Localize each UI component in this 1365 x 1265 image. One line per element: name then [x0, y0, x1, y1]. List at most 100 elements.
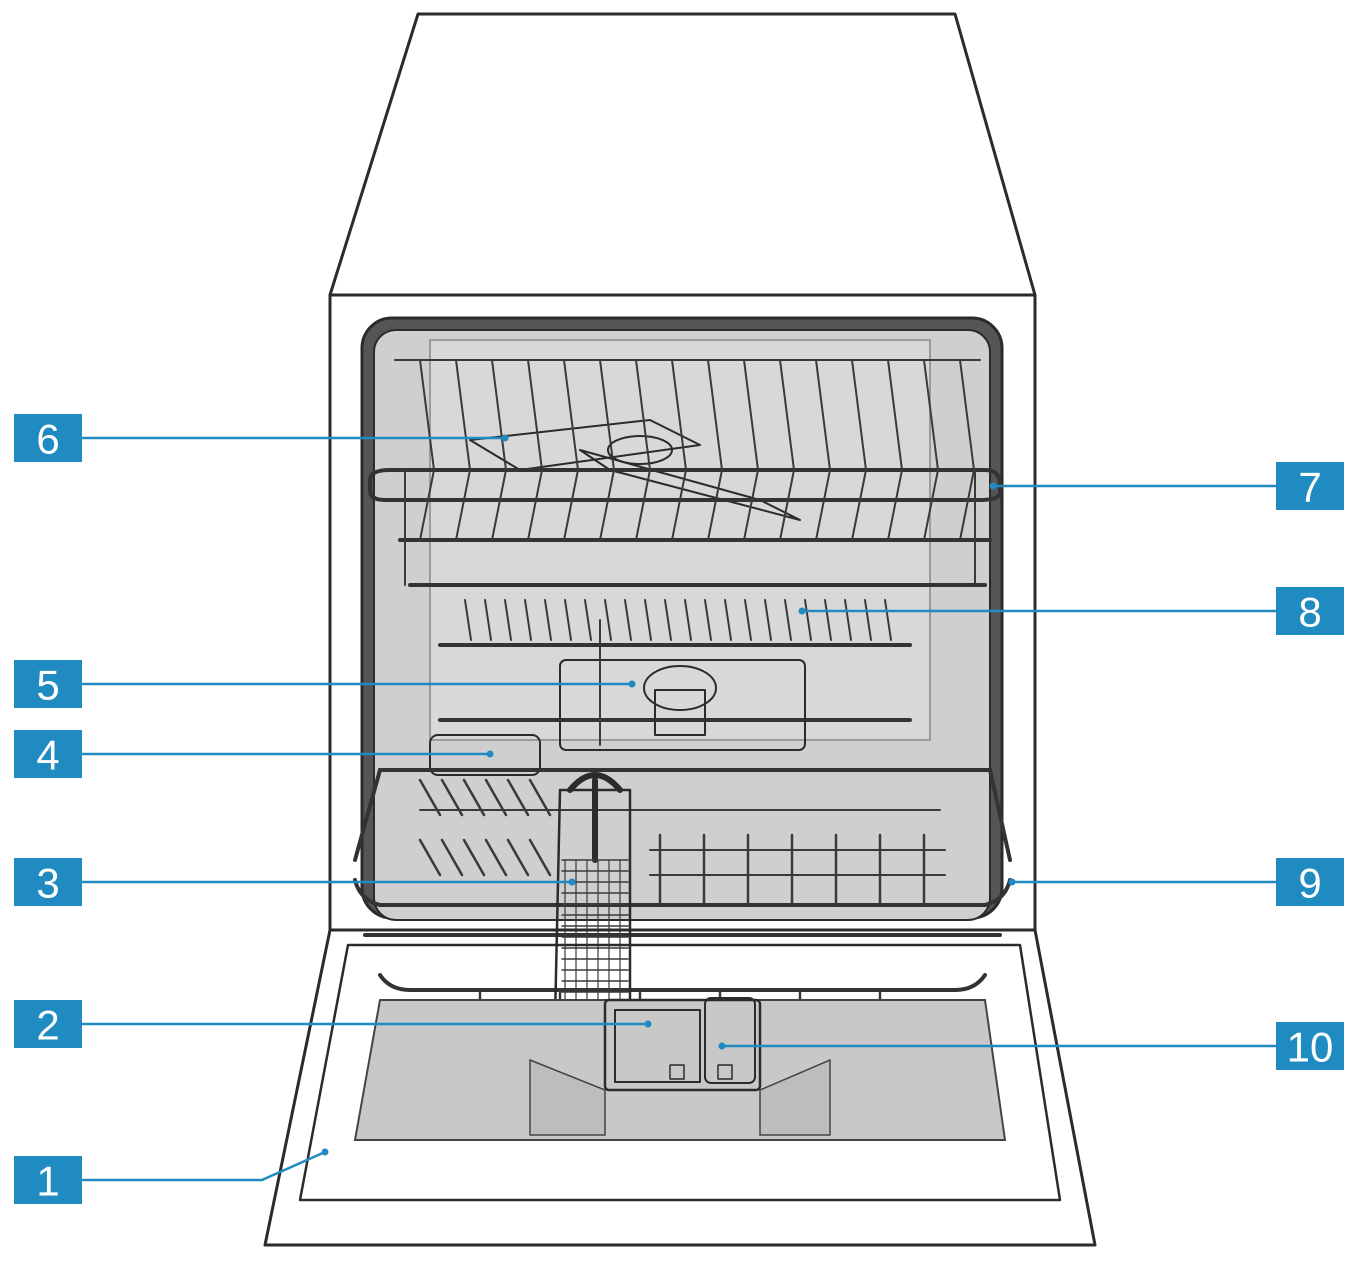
cabinet-top-panel	[328, 12, 1037, 297]
callout-3: 3	[14, 858, 82, 907]
upper-rack-tine	[779, 359, 795, 471]
upper-rack-tine	[491, 469, 507, 541]
callout-2: 2	[14, 1000, 82, 1049]
callout-8-number: 8	[1298, 589, 1321, 636]
lower-rack-tine	[484, 778, 508, 817]
leader-dot-10	[718, 1042, 726, 1050]
upper-rack-tine	[599, 469, 615, 541]
lower-rack-tine	[506, 778, 530, 817]
middle-rack-tine	[764, 599, 772, 641]
leader-dot-3	[568, 878, 576, 886]
upper-rack-tine	[707, 469, 723, 541]
middle-rack-tine	[864, 599, 872, 641]
upper-rack-tine	[635, 469, 651, 541]
callout-3-number: 3	[36, 860, 59, 907]
leader-dot-1	[321, 1148, 329, 1156]
middle-rack-tine	[464, 599, 472, 641]
upper-rack-tine	[455, 469, 471, 541]
lower-rack-tine	[506, 838, 530, 877]
middle-rack-tine	[884, 599, 892, 641]
middle-rack-tine	[824, 599, 832, 641]
upper-rack-tine	[851, 469, 867, 541]
upper-rack-tine	[635, 359, 651, 471]
middle-rack-tine	[564, 599, 572, 641]
callout-1: 1	[14, 1156, 82, 1205]
lower-basket	[353, 768, 1012, 1032]
middle-rack-tine	[544, 599, 552, 641]
upper-rack-tine	[743, 359, 759, 471]
upper-rack-tine	[599, 359, 615, 471]
callout-10-number: 10	[1287, 1024, 1334, 1071]
lower-rack-tine	[440, 838, 464, 877]
lower-rack-tine	[462, 838, 486, 877]
leader-dot-6	[501, 434, 509, 442]
upper-rack-tine	[959, 469, 975, 541]
upper-rack-tine	[491, 359, 507, 471]
callout-5: 5	[14, 660, 82, 709]
upper-rack-tine	[419, 469, 435, 541]
upper-rack-tine	[959, 359, 975, 471]
lower-rack-tine	[528, 778, 552, 817]
middle-rack-tine	[704, 599, 712, 641]
callout-9: 9	[1276, 858, 1344, 907]
upper-rack-tine	[851, 359, 867, 471]
middle-rack-tine	[804, 599, 812, 641]
middle-rack-tine	[724, 599, 732, 641]
upper-basket	[368, 359, 1002, 641]
leader-dot-2	[644, 1020, 652, 1028]
lower-spray-area	[559, 659, 806, 751]
upper-rack-tine	[923, 359, 939, 471]
door-outer	[263, 928, 1097, 1247]
door-inner-recess	[353, 999, 1007, 1141]
lower-rack-tine	[440, 778, 464, 817]
upper-rack-tine	[743, 469, 759, 541]
door-bevel-left	[529, 1058, 606, 1136]
leader-dot-7	[989, 482, 997, 490]
leader-line-1	[82, 1150, 326, 1182]
middle-rack-tine	[584, 599, 592, 641]
upper-rack-tine	[815, 359, 831, 471]
middle-rack-tine	[624, 599, 632, 641]
door-bevel-right	[759, 1058, 831, 1136]
middle-rack-tine	[524, 599, 532, 641]
callout-7-number: 7	[1298, 464, 1321, 511]
callout-10: 10	[1276, 1022, 1344, 1071]
leader-dot-4	[486, 750, 494, 758]
upper-rack-tine	[779, 469, 795, 541]
upper-spray-arm	[469, 419, 801, 521]
middle-rack-tine	[504, 599, 512, 641]
upper-rack-tine	[671, 469, 687, 541]
callout-9-number: 9	[1298, 860, 1321, 907]
lower-rack-tine	[418, 778, 442, 817]
middle-rack-tine	[664, 599, 672, 641]
upper-rack-tine	[707, 359, 723, 471]
callout-4-number: 4	[36, 732, 59, 779]
callout-1-number: 1	[36, 1158, 59, 1205]
middle-rack-tine	[644, 599, 652, 641]
callout-2-number: 2	[36, 1002, 59, 1049]
upper-rack-tine	[527, 469, 543, 541]
callout-4: 4	[14, 730, 82, 779]
callout-8: 8	[1276, 587, 1344, 636]
middle-rack-tine	[604, 599, 612, 641]
upper-rack-tine	[527, 359, 543, 471]
callout-6: 6	[14, 414, 82, 463]
upper-rack-tine	[887, 359, 903, 471]
upper-rack-tine	[563, 469, 579, 541]
lower-rack-tine	[528, 838, 552, 877]
upper-rack-tine	[887, 469, 903, 541]
upper-rack-tine	[563, 359, 579, 471]
leader-dot-8	[798, 607, 806, 615]
lower-rack-tine	[462, 778, 486, 817]
upper-rack-tine	[419, 359, 435, 471]
door-inner-panel	[298, 943, 1062, 1202]
lower-rack-tine	[418, 838, 442, 877]
middle-rack-tine	[484, 599, 492, 641]
upper-rack-tine	[923, 469, 939, 541]
upper-rack-tine	[815, 469, 831, 541]
leader-dot-9	[1008, 878, 1016, 886]
leader-dot-5	[628, 680, 636, 688]
middle-rack-tine	[844, 599, 852, 641]
middle-rack-tine	[784, 599, 792, 641]
